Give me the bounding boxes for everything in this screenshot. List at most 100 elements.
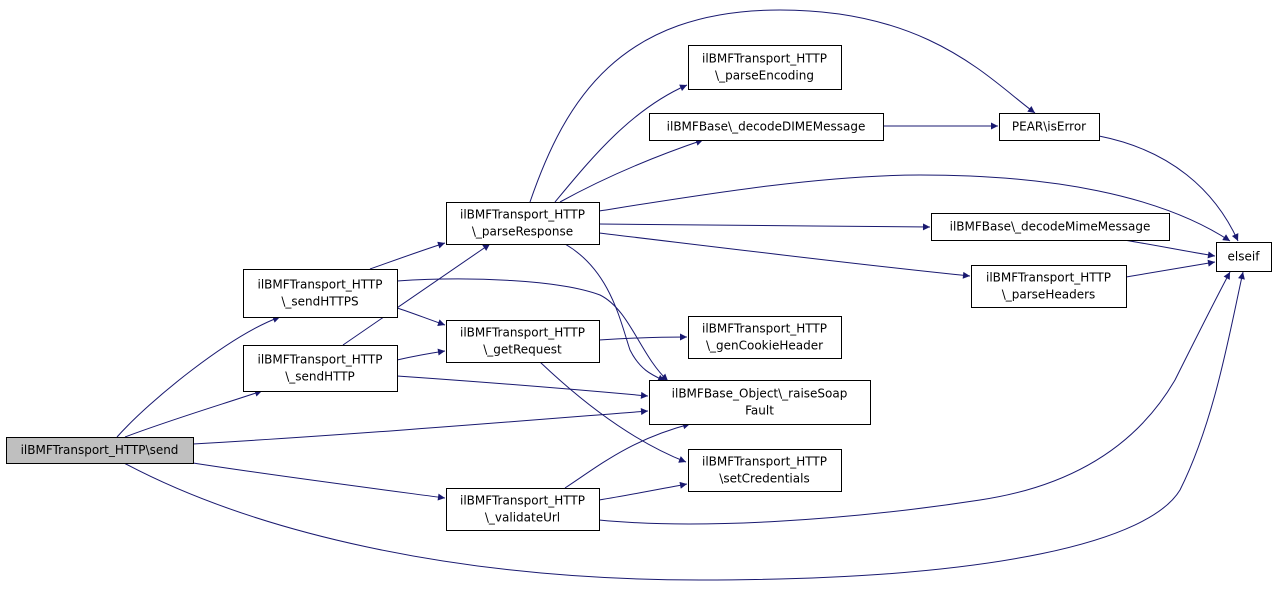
node-box	[1216, 242, 1272, 272]
node-validateUrl[interactable]: ilBMFTransport_HTTP \_validateUrl	[446, 488, 600, 531]
node-box	[999, 113, 1100, 141]
node-label-line: \_sendHTTPS	[281, 295, 358, 309]
node-label-line: \_sendHTTP	[285, 370, 355, 384]
edge-line	[396, 348, 446, 361]
node-label-line: ilBMFBase\_decodeMimeMessage	[950, 220, 1151, 234]
node-box	[243, 269, 398, 318]
edge-line	[598, 223, 931, 231]
node-parseEncoding[interactable]: ilBMFTransport_HTTP \_parseEncoding	[688, 45, 842, 90]
edge-sendHTTPS-to-raiseSoap	[396, 278, 669, 382]
edge-validateUrl-to-raiseSoap	[564, 422, 691, 489]
edge-line	[598, 174, 1231, 242]
node-box	[931, 213, 1170, 241]
edge-validateUrl-to-elseif	[598, 271, 1231, 525]
edge-parseResponse-to-decodeDIME	[559, 138, 704, 203]
edge-sendHTTP-to-raiseSoap	[396, 375, 649, 399]
node-label-line: \_getRequest	[483, 343, 562, 357]
node-label-line: ilBMFTransport_HTTP	[258, 353, 383, 367]
edge-line	[598, 232, 971, 279]
node-label-line: ilBMFTransport_HTTP	[460, 494, 585, 508]
edge-line	[539, 361, 687, 463]
edge-line	[396, 375, 649, 399]
node-box	[688, 316, 842, 359]
node-label-line: elseif	[1228, 250, 1261, 264]
edge-line	[559, 138, 704, 203]
node-box	[6, 437, 194, 464]
node-parseResponse[interactable]: ilBMFTransport_HTTP\_parseResponse	[446, 202, 600, 245]
edge-line	[554, 84, 688, 203]
node-getRequest[interactable]: ilBMFTransport_HTTP \_getRequest	[446, 320, 600, 363]
node-label-line: ilBMFTransport_HTTP	[460, 208, 585, 222]
edge-parseResponse-to-elseif	[598, 174, 1231, 242]
edge-sendHTTPS-to-parseResponse	[369, 241, 446, 270]
edge-line	[564, 422, 691, 489]
edge-line	[598, 481, 688, 501]
node-label-line: \_genCookieHeader	[706, 339, 823, 353]
edge-sendHTTP-to-getRequest	[396, 348, 446, 361]
node-sendHTTPS[interactable]: ilBMFTransport_HTTP \_sendHTTPS	[243, 269, 398, 318]
edge-line	[1098, 135, 1239, 242]
edge-line	[123, 271, 1245, 581]
node-box	[649, 380, 871, 425]
node-decodeDIME[interactable]: ilBMFBase\_decodeDIMEMessage	[649, 113, 884, 141]
node-box	[446, 488, 600, 531]
node-box	[649, 113, 884, 141]
edge-line	[342, 243, 491, 346]
node-label-line: \_parseHeaders	[1002, 288, 1096, 302]
node-label-line: \setCredentials	[719, 472, 809, 486]
edge-line	[124, 389, 263, 438]
edge-getRequest-to-setCred	[539, 361, 687, 463]
node-label-line: ilBMFTransport_HTTP	[702, 52, 827, 66]
node-box	[688, 45, 842, 90]
node-box	[688, 449, 842, 492]
edge-line	[1123, 239, 1216, 259]
edge-line	[192, 408, 649, 445]
nodes-layer: ilBMFTransport_HTTP\send ilBMFTransport_H…	[6, 45, 1272, 531]
node-label-line: ilBMFTransport_HTTP	[986, 271, 1111, 285]
node-box	[446, 202, 600, 245]
node-label-line: PEAR\isError	[1012, 120, 1086, 134]
node-label-line: \_validateUrl	[485, 511, 560, 525]
edge-parseResponse-to-decodeMime	[598, 223, 931, 231]
node-label-line: ilBMFBase_Object\_raiseSoap	[672, 387, 848, 401]
edge-pearIsError-to-elseif	[1098, 135, 1239, 242]
edges-layer	[116, 9, 1245, 581]
node-decodeMime[interactable]: ilBMFBase\_decodeMimeMessage	[931, 213, 1170, 241]
node-pearIsError[interactable]: PEAR\isError	[999, 113, 1100, 141]
edge-line	[564, 243, 666, 382]
edge-send-to-raiseSoap	[192, 408, 649, 445]
node-label-line: ilBMFTransport_HTTP	[702, 322, 827, 336]
node-parseHeaders[interactable]: ilBMFTransport_HTTP \_parseHeaders	[971, 265, 1127, 308]
edge-send-to-sendHTTPS	[116, 316, 281, 438]
node-setCred[interactable]: ilBMFTransport_HTTP \setCredentials	[688, 449, 842, 492]
edge-line	[598, 333, 688, 341]
node-sendHTTP[interactable]: ilBMFTransport_HTTP \_sendHTTP	[243, 345, 398, 392]
edge-sendHTTPS-to-getRequest	[396, 307, 446, 326]
edge-parseResponse-to-raiseSoap	[564, 243, 666, 382]
edge-line	[1125, 259, 1216, 278]
edge-line	[396, 278, 669, 382]
edge-line	[116, 316, 281, 438]
node-genCookie[interactable]: ilBMFTransport_HTTP \_genCookieHeader	[688, 316, 842, 359]
node-label-line: ilBMFTransport_HTTP	[258, 278, 383, 292]
node-elseif[interactable]: elseif	[1216, 242, 1272, 272]
edge-send-to-validateUrl	[192, 462, 446, 501]
edge-parseResponse-to-parseHeaders	[598, 232, 971, 279]
node-send[interactable]: ilBMFTransport_HTTP\send	[6, 437, 194, 464]
node-label-line: ilBMFTransport_HTTP	[702, 455, 827, 469]
edge-send-to-elseif	[123, 271, 1245, 581]
edge-parseResponse-to-parseEncoding	[554, 84, 688, 203]
edge-line	[192, 462, 446, 501]
edge-decodeMime-to-elseif	[1123, 239, 1216, 259]
node-label-line: ilBMFTransport_HTTP\send	[21, 443, 179, 457]
edge-validateUrl-to-setCred	[598, 481, 688, 501]
edge-line	[529, 9, 1036, 203]
node-label-line: ilBMFBase\_decodeDIMEMessage	[667, 120, 866, 134]
edge-parseResponse-to-pearIsError	[529, 9, 1036, 203]
node-label-line: ilBMFTransport_HTTP	[460, 326, 585, 340]
edge-send-to-sendHTTP	[124, 389, 263, 438]
node-box	[446, 320, 600, 363]
node-label-line: \_parseEncoding	[715, 69, 814, 83]
